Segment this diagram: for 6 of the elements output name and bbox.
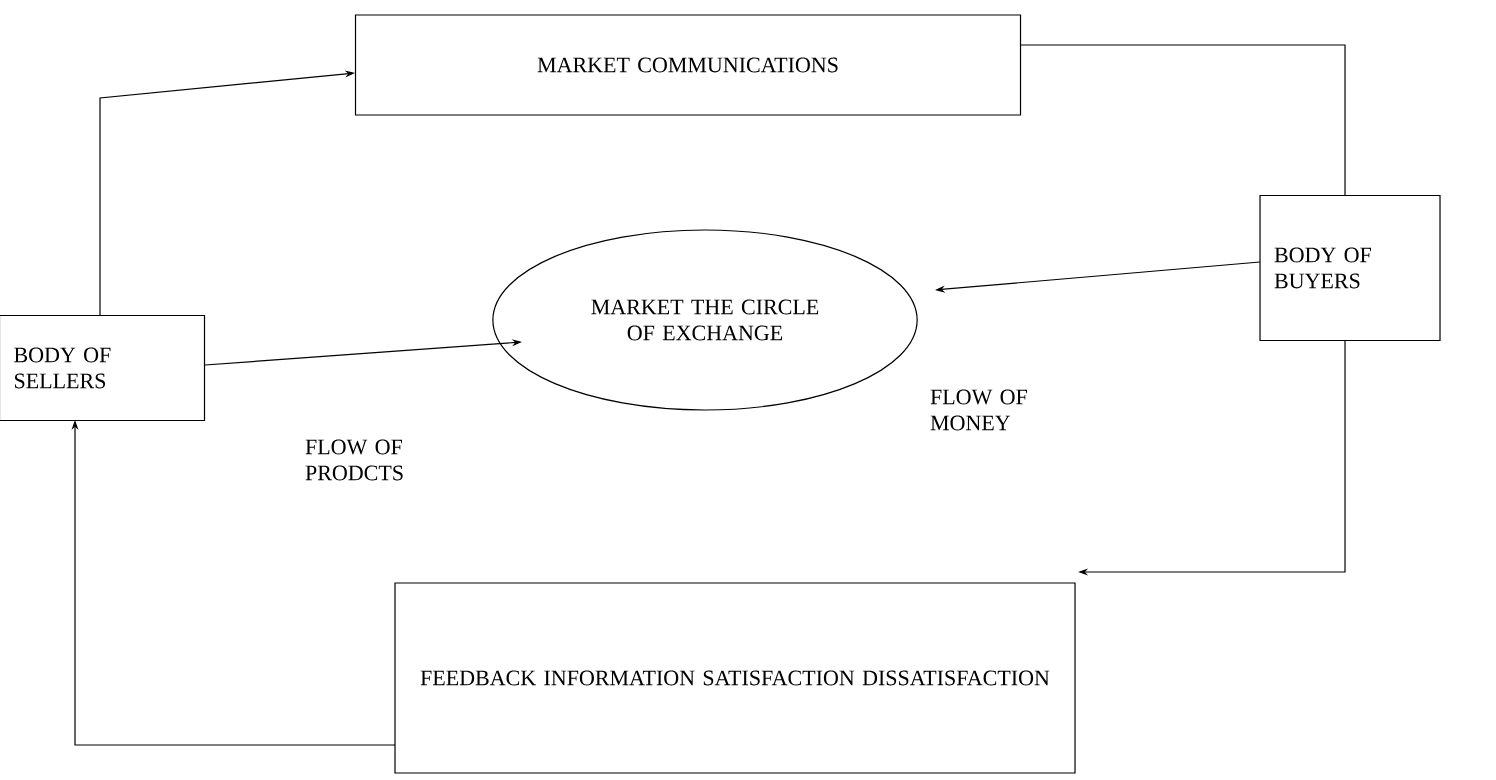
process-box: BODY OF SELLERS (0, 314, 206, 422)
top-box: MARKET COMMUNICATIONS (354, 14, 1022, 116)
process-box: BODY OF BUYERS (1259, 194, 1441, 342)
flow-label: FLOW OF PRODCTS (305, 439, 403, 481)
flow-label: FLOW OF MONEY (930, 389, 1027, 431)
feedback-box: FEEDBACK INFORMATION SATISFACTION DISSATISFACTION (394, 582, 1076, 774)
